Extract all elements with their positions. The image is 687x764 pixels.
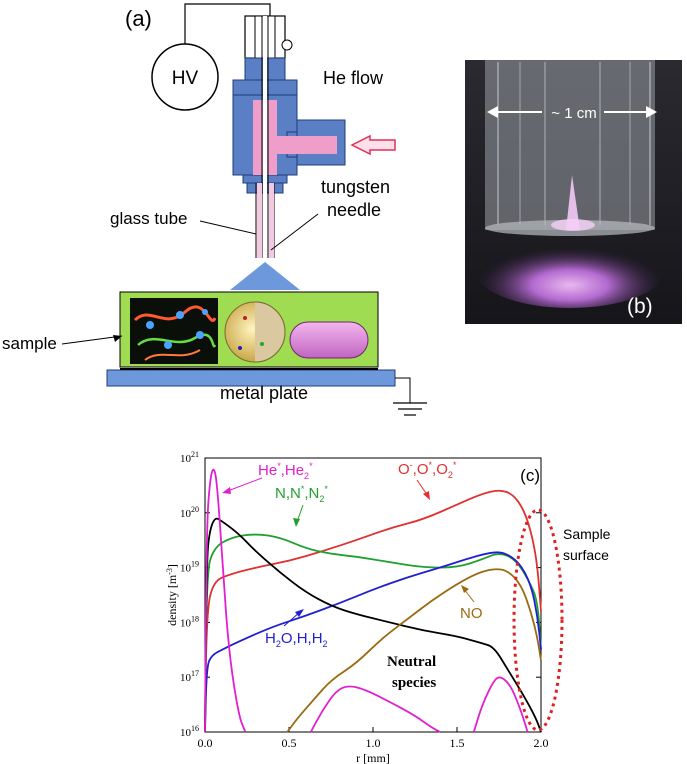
n-annotation: N,N*,N2*	[275, 484, 328, 504]
series-line-3	[204, 517, 542, 733]
virus-illustration	[224, 301, 286, 363]
he-annotation: He*,He2*	[258, 461, 313, 481]
series-line-6	[472, 676, 529, 733]
sample-pointer	[61, 335, 123, 345]
hv-wire	[184, 3, 271, 44]
plasma-plume	[230, 262, 300, 290]
series-line-2	[204, 551, 542, 733]
hv-label: HV	[172, 68, 199, 89]
panel-b-photo: ~ 1 cm (b)	[465, 60, 682, 324]
cell-micrograph	[130, 298, 218, 364]
he-flow-label: He flow	[323, 68, 384, 88]
x-axis-label: r [mm]	[356, 751, 390, 764]
x-axis: 0.0 0.5 1.0 1.5 2.0	[198, 727, 549, 750]
h2o-annotation: H2O,H,H2	[265, 630, 328, 649]
x-tick-label: 1.5	[450, 736, 465, 750]
y-axis: 1016 1017 1018 1019 1020 1021	[180, 450, 541, 739]
plot-frame	[204, 457, 542, 733]
sample-surface-marker	[512, 508, 564, 732]
electrode-holder	[232, 16, 346, 258]
series-lines	[204, 468, 542, 733]
x-tick-label: 0.5	[282, 736, 297, 750]
needle-pointer	[270, 213, 319, 251]
density-chart: 1016 1017 1018 1019 1020 1021 0.0 0.5 1.0 1.5 2.0…	[165, 450, 611, 764]
y-tick-label: 1017	[180, 669, 199, 684]
neutral-label-2: species	[392, 675, 436, 691]
o-annotation: O-,O*,O2*	[398, 460, 457, 480]
scale-arrow: ~ 1 cm	[487, 105, 657, 122]
series-line-4	[204, 468, 247, 733]
y-tick-label: 1019	[180, 560, 199, 575]
y-tick-label: 1020	[180, 505, 199, 520]
panel-a-label: (a)	[125, 6, 152, 31]
sample-surface-label-1: Sample	[563, 526, 611, 542]
neutral-label-1: Neutral	[387, 654, 436, 670]
x-tick-label: 1.0	[366, 736, 381, 750]
he-pointer	[224, 477, 263, 493]
x-tick-label: 0.0	[198, 736, 213, 750]
y-tick-label: 1021	[180, 450, 199, 465]
no-annotation: NO	[460, 605, 483, 622]
ground-symbol	[393, 377, 427, 416]
glass-tube-label: glass tube	[110, 209, 188, 228]
panel-b-label: (b)	[627, 295, 653, 318]
sample-surface-label-2: surface	[563, 547, 609, 563]
y-tick-label: 1018	[180, 614, 199, 629]
metal-plate-label: metal plate	[220, 383, 308, 403]
series-line-0	[204, 489, 542, 733]
scale-label: ~ 1 cm	[551, 105, 596, 122]
gas-inlet-arrow	[350, 134, 396, 156]
glass-tube-pointer	[199, 220, 257, 235]
bacterium-illustration	[289, 321, 369, 359]
panel-c-label: (c)	[520, 466, 540, 485]
tungsten-label: tungsten	[321, 177, 390, 197]
x-tick-label: 2.0	[534, 736, 549, 750]
series-line-7	[286, 568, 542, 733]
needle-label: needle	[327, 200, 381, 220]
series-line-5	[310, 685, 441, 733]
y-tick-label: 1016	[180, 724, 199, 739]
y-axis-label: density [m-3]	[165, 564, 179, 626]
panel-a: (a) HV	[2, 3, 427, 416]
sample-label: sample	[2, 334, 57, 353]
